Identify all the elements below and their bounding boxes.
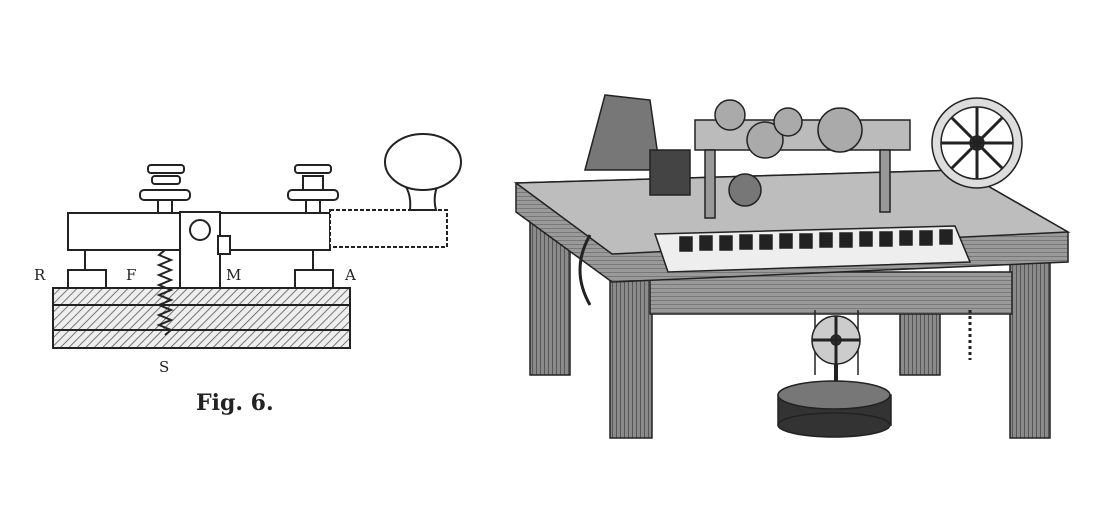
figure-caption: Fig. 6. (196, 390, 274, 416)
table-leg (1009, 261, 1051, 439)
key-knob (384, 133, 462, 191)
key-handle (329, 209, 448, 248)
table-leg (609, 279, 653, 439)
label-a: A (344, 266, 356, 284)
wooden-base (52, 287, 351, 349)
label-s: S (159, 358, 169, 376)
piano-keys (679, 229, 953, 252)
adjusting-screw (287, 164, 339, 214)
drive-weight (777, 380, 892, 438)
mechanism-housing (584, 94, 661, 171)
telegraph-key-drawing (52, 133, 462, 349)
adjusting-screw (139, 164, 191, 214)
label-r: R (34, 266, 46, 284)
drive-pulley (811, 310, 861, 385)
printing-telegraph-drawing (513, 94, 1071, 439)
gear-wheels (714, 99, 863, 207)
paper-tape-reel (931, 97, 1023, 189)
spring (156, 249, 174, 336)
label-f: F (126, 266, 136, 284)
label-m: M (226, 266, 241, 284)
